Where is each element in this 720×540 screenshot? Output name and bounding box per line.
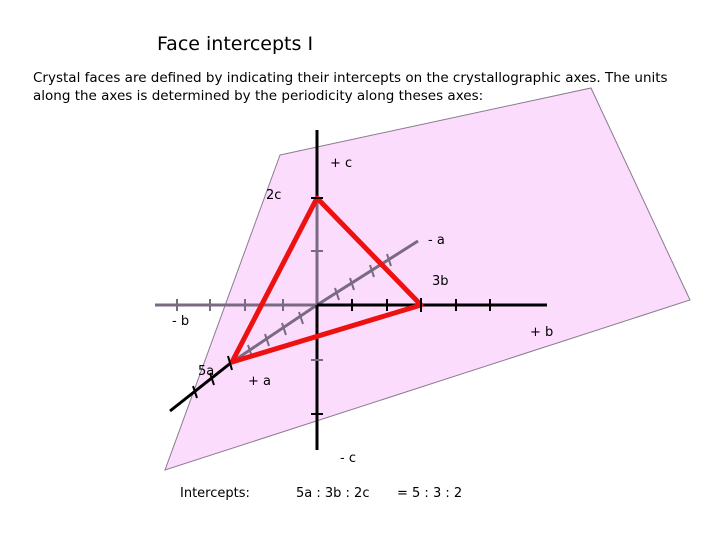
positive-axes <box>169 130 547 450</box>
plus-b-label: + b <box>530 325 554 340</box>
page-title: Face intercepts I <box>157 33 314 55</box>
minus-b-label: - b <box>172 314 190 329</box>
axis-ticks <box>176 250 491 415</box>
plus-a-axis <box>169 360 233 413</box>
intro-text: Crystal faces are defined by indicating … <box>33 70 668 104</box>
plus-a-label: + a <box>248 374 271 389</box>
minus-a-label: - a <box>428 233 445 248</box>
intercept-b-label: 3b <box>432 274 449 289</box>
intercept-c-label: 2c <box>266 188 282 203</box>
intercepts-ratio: = 5 : 3 : 2 <box>397 486 463 501</box>
minus-c-label: - c <box>340 451 356 466</box>
lattice-plane <box>164 87 691 471</box>
crystal-face-triangle <box>229 195 424 365</box>
intercepts-expression: 5a : 3b : 2c <box>296 486 370 501</box>
plus-a-grey-segment <box>231 303 318 364</box>
intercepts-label: Intercepts: <box>180 486 250 501</box>
minus-a-axis <box>316 239 419 307</box>
intercept-ticks <box>227 197 422 371</box>
plus-c-label: + c <box>330 156 353 171</box>
intercept-a-label: 5a <box>198 364 215 379</box>
